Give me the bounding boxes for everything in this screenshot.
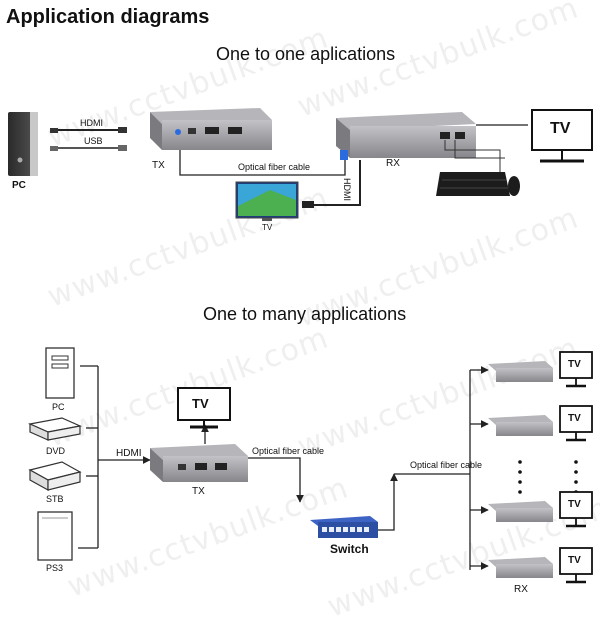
receiver-tv-label: TV (568, 359, 581, 370)
hdmi-label: HDMI (80, 118, 103, 128)
source-ps3-label: PS3 (46, 563, 64, 573)
ps3-source-icon (37, 511, 73, 561)
receiver-tv-icon (559, 405, 593, 442)
diagram-graphics (8, 108, 593, 584)
tx-label: TX (152, 160, 165, 171)
receiver-tv-label: TV (568, 555, 581, 566)
source-bus-lines (78, 365, 151, 549)
mouse-icon (508, 176, 520, 196)
pc-label: PC (12, 180, 26, 191)
receiver-tv-icon (559, 351, 593, 388)
multi-tx-label: TX (192, 486, 205, 497)
local-tv-icon (235, 181, 299, 221)
pc-cables (50, 127, 127, 151)
source-stb-label: STB (46, 494, 64, 504)
one-to-many-heading: One to many applications (203, 304, 407, 324)
receiver-tv-label: TV (568, 413, 581, 424)
pc-source-icon (45, 347, 75, 399)
rx-receiver-icon (488, 415, 553, 436)
fiber-cable-line (179, 150, 346, 176)
source-dvd-label: DVD (46, 446, 66, 456)
diagram-stage: www.cctvbulk.com www.cctvbulk.com www.cc… (6, 0, 600, 625)
fiber-cable-label: Optical fiber cable (238, 162, 311, 172)
dvd-source-icon (27, 417, 83, 441)
multi-rx-label: RX (514, 584, 528, 595)
keyboard-icon (436, 172, 510, 196)
hdmi-cable-line (312, 160, 361, 206)
rx-receiver-icon (488, 361, 553, 382)
usb-label: USB (84, 136, 103, 146)
remote-tv-icon (531, 109, 593, 163)
switch-label: Switch (330, 542, 369, 556)
one-to-one-heading: One to one aplications (216, 44, 396, 64)
network-switch-icon (310, 516, 378, 538)
local-tv-label: TV (262, 223, 273, 232)
rx-receiver-icon (488, 557, 553, 578)
tx-extender-icon (150, 108, 272, 150)
stb-source-icon (28, 461, 82, 492)
fiber-connector (340, 150, 348, 160)
rx-extender-icon (336, 112, 476, 158)
page-title: Application diagrams (6, 6, 210, 28)
fiber-cable-label-left: Optical fiber cable (252, 446, 325, 456)
tx-tv-icon (177, 387, 231, 429)
more-receivers-dots (518, 460, 578, 494)
multi-hdmi-label: HDMI (116, 448, 142, 459)
pc-tower-icon (8, 112, 38, 176)
receiver-tv-label: TV (568, 499, 581, 510)
fiber-cable-label-right: Optical fiber cable (410, 460, 483, 470)
rx-receiver-icon (488, 501, 553, 522)
source-pc-label: PC (52, 402, 65, 412)
rx-label: RX (386, 158, 400, 169)
tx-tv-label: TV (192, 396, 209, 411)
remote-tv-label: TV (550, 120, 571, 137)
tx-multi-extender-icon (150, 444, 248, 482)
receiver-tv-icon (559, 547, 593, 584)
hdmi-vertical-label: HDMI (342, 178, 352, 201)
receiver-tv-icon (559, 491, 593, 528)
